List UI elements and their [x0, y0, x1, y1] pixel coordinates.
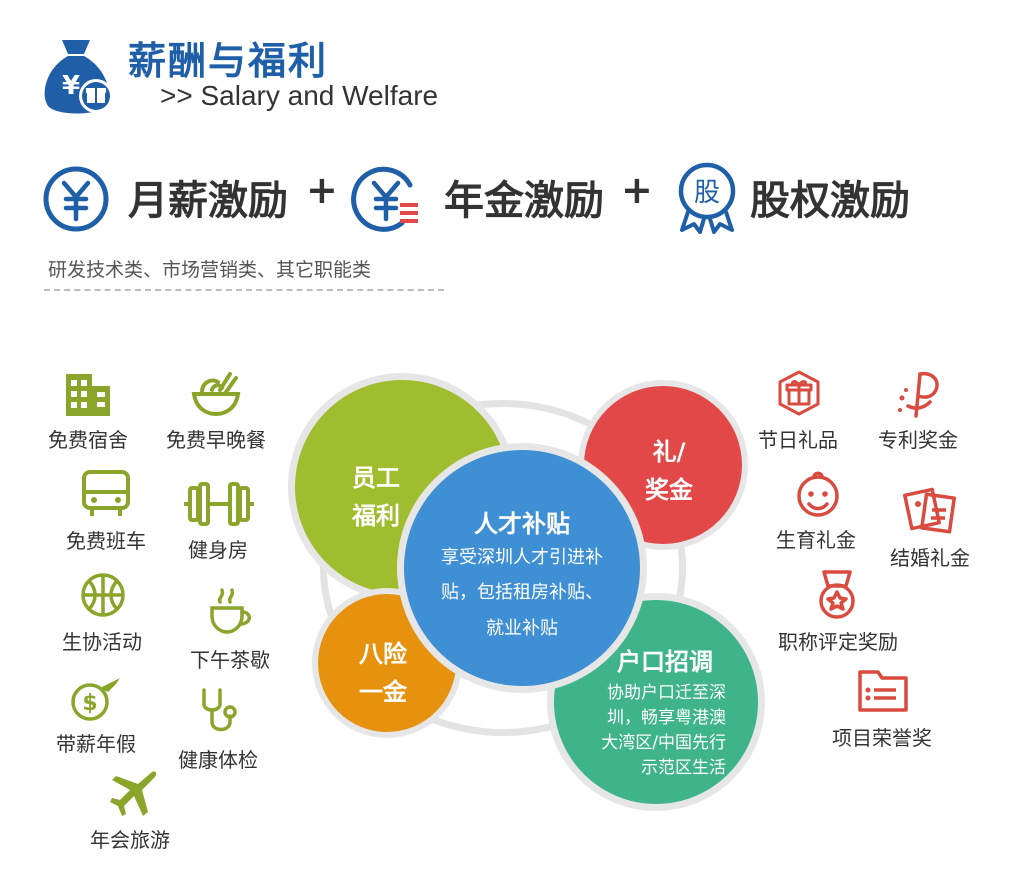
medal-icon	[816, 570, 858, 620]
benefit-label-wedding-gift: 结婚礼金	[890, 546, 970, 570]
hukou-line2: 圳，畅享粤港澳	[607, 708, 726, 728]
hukou-line4: 示范区生活	[641, 758, 726, 778]
equity-badge-icon: 股	[676, 162, 738, 234]
outer-ring	[320, 400, 686, 736]
annual-incentive: 年金激励	[444, 178, 604, 224]
job-categories: 研发技术类、市场营销类、其它职能类	[48, 259, 372, 281]
benefit-label-birth-gift: 生育礼金	[776, 528, 856, 552]
svg-text:$: $	[82, 691, 97, 716]
page-title: 薪酬与福利	[128, 39, 329, 83]
plus-sign-2: +	[621, 168, 653, 212]
staff-welfare-line2: 福利	[352, 502, 400, 530]
hukou-title: 户口招调	[617, 648, 713, 676]
dumbbell-icon	[182, 480, 256, 528]
page-subtitle-en: >> Salary and Welfare	[160, 80, 439, 111]
folder-list-icon	[856, 668, 910, 714]
talent-subsidy-title: 人才补贴	[474, 510, 570, 538]
wedding-certificate-icon	[903, 486, 956, 534]
benefit-label-meals: 免费早晚餐	[166, 428, 266, 452]
talent-subsidy-line2: 贴，包括租房补贴、	[441, 582, 603, 603]
benefit-label-activities: 生协活动	[62, 630, 142, 654]
building-icon	[64, 370, 112, 418]
staff-welfare-line1: 员工	[352, 464, 400, 492]
benefit-label-gym: 健身房	[188, 538, 248, 562]
benefit-label-paid-leave: 带薪年假	[56, 732, 136, 756]
benefit-label-title-award: 职称评定奖励	[778, 630, 898, 654]
talent-subsidy-line1: 享受深圳人才引进补	[441, 547, 603, 568]
benefit-label-health-check: 健康体检	[178, 748, 258, 772]
svg-text:¥: ¥	[62, 71, 80, 101]
monthly-incentive: 月薪激励	[128, 178, 288, 224]
yuan-bill-icon	[351, 165, 422, 233]
gift-bonus-line2: 奖金	[645, 476, 693, 504]
gift-bonus-line1: 礼/	[652, 438, 686, 466]
basketball-icon	[80, 572, 126, 618]
equity-badge-char: 股	[694, 178, 720, 208]
gift-icon	[776, 370, 822, 416]
benefit-label-dormitory: 免费宿舍	[48, 428, 128, 452]
insurance-line2: 一金	[359, 678, 407, 706]
benefit-label-patent-bonus: 专利奖金	[878, 428, 958, 452]
airplane-icon	[108, 768, 158, 818]
baby-face-icon	[794, 470, 842, 518]
benefit-label-shuttle-bus: 免费班车	[66, 529, 146, 553]
stethoscope-icon	[198, 686, 242, 736]
bus-icon	[80, 468, 132, 518]
benefit-label-afternoon-tea: 下午茶歇	[190, 648, 270, 672]
benefit-label-annual-trip: 年会旅游	[90, 828, 170, 852]
benefit-label-holiday-gift: 节日礼品	[758, 428, 838, 452]
hukou-line3: 大湾区/中国先行	[601, 733, 726, 753]
plus-sign-1: +	[306, 168, 338, 212]
yuan-circle-icon	[42, 165, 110, 233]
patent-icon	[896, 370, 946, 418]
dollar-plane-icon: $	[70, 676, 122, 722]
coffee-cup-icon	[206, 586, 256, 636]
benefit-label-project-honor: 项目荣誉奖	[832, 726, 932, 750]
money-bag-logo-icon: ¥	[40, 34, 116, 116]
talent-subsidy-line3: 就业补贴	[486, 618, 558, 639]
talent-subsidy-circle	[404, 450, 640, 686]
hukou-line1: 协助户口迁至深	[607, 683, 726, 703]
bowl-icon	[190, 370, 242, 418]
insurance-line1: 八险	[359, 640, 407, 668]
dashed-divider	[44, 289, 444, 291]
equity-incentive: 股权激励	[750, 178, 910, 224]
